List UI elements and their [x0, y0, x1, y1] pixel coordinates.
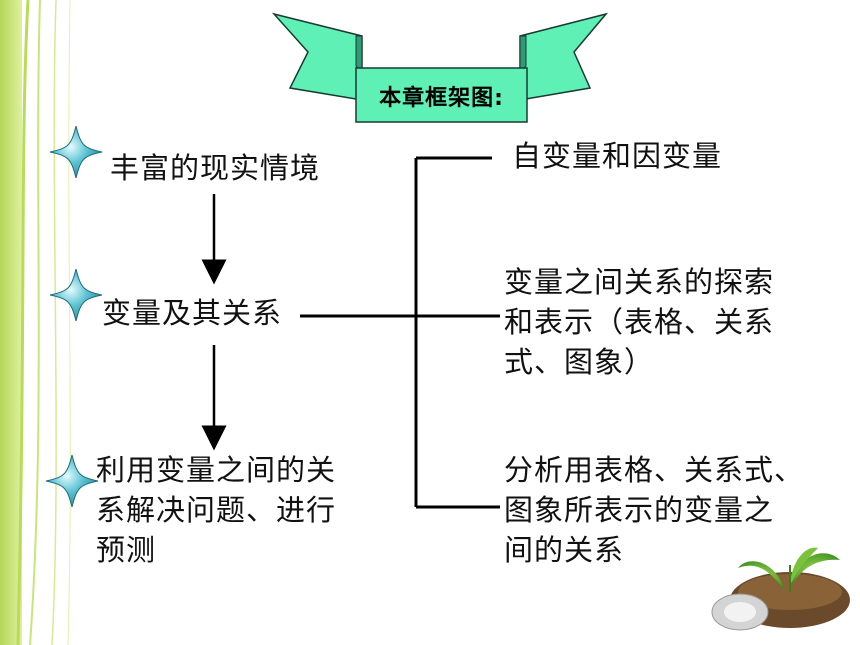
- left-node-variables-relations: 变量及其关系: [102, 296, 283, 330]
- left-node-use-relations: 利用变量之间的关 系解决问题、进行 预测: [96, 453, 337, 567]
- left-node-real-context: 丰富的现实情境: [110, 151, 321, 185]
- star-bullet-icon: [49, 125, 103, 179]
- right-node-explore-represent: 变量之间关系的探索 和表示（表格、关系 式、图象）: [504, 265, 775, 379]
- diagram-title-text: 本章框架图:: [379, 86, 504, 111]
- plant-decoration: [711, 547, 850, 631]
- right-node-analyze: 分析用表格、关系式、 图象所表示的变量之 间的关系: [504, 453, 805, 567]
- diagram-title: 本章框架图:: [356, 72, 527, 120]
- right-node-independent-dependent: 自变量和因变量: [512, 139, 723, 173]
- star-bullet-icon: [45, 454, 99, 508]
- left-green-stripes: [0, 0, 71, 645]
- star-bullet-icon: [49, 268, 103, 322]
